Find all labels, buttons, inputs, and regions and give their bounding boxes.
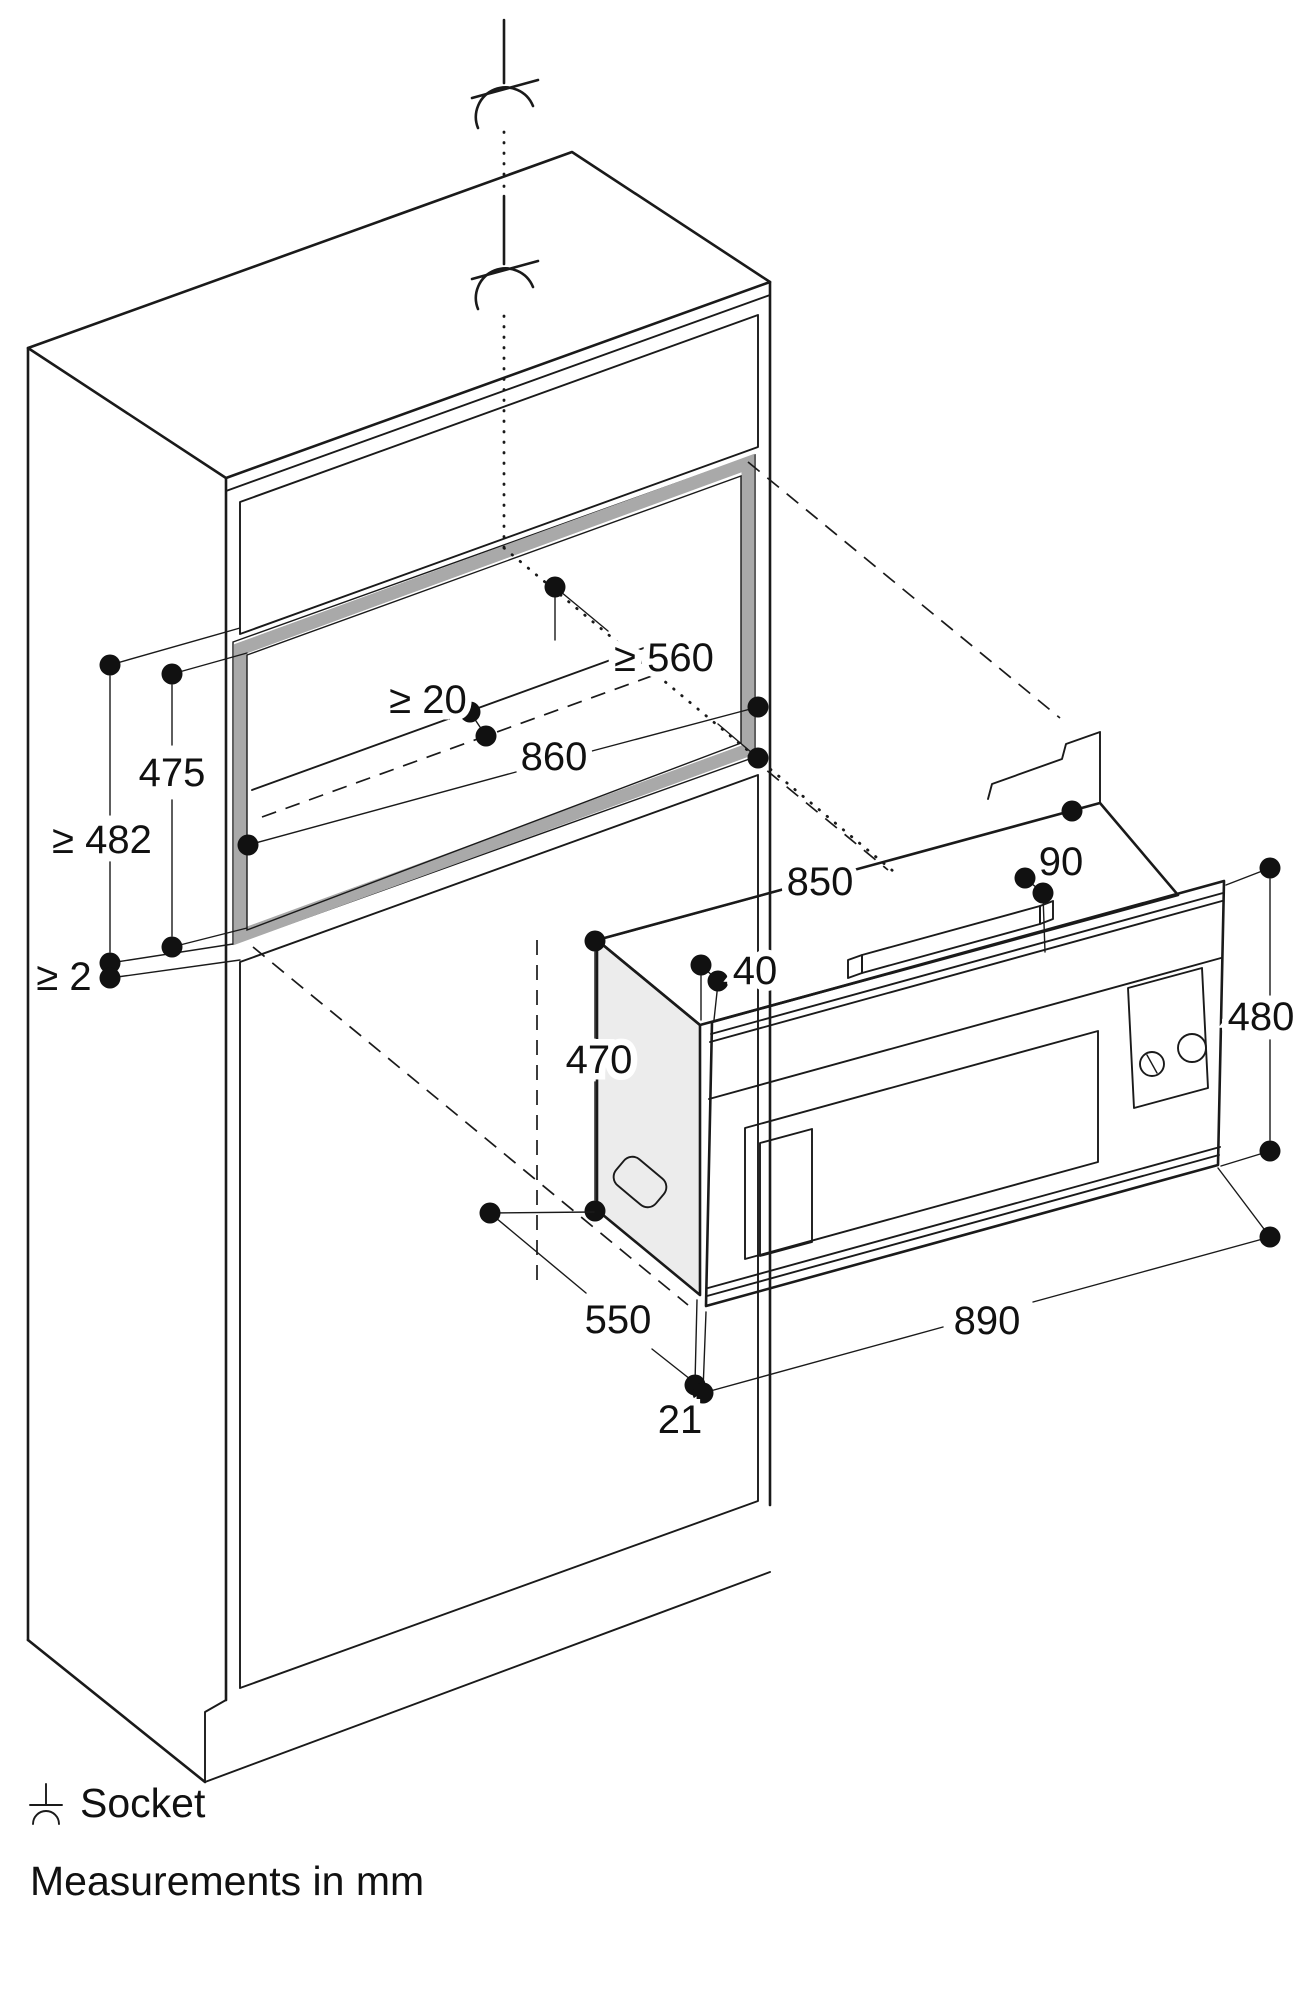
dim-panel-width: 890 [954, 1299, 1021, 1343]
legend-socket-label: Socket [80, 1780, 206, 1826]
niche-rear-edge [251, 644, 653, 791]
oven-knob [1177, 1033, 1207, 1063]
dimension-labels: ≥ 560 ≥ 20 860 475 ≥ 482 ≥ 2 850 90 40 4… [30, 630, 1301, 1449]
dim-handle-offset: 90 [1039, 840, 1084, 884]
projection-lines [252, 461, 1061, 1306]
dim-niche-depth: ≥ 560 [614, 636, 714, 680]
legend: Socket Measurements in mm [29, 1780, 424, 1904]
dim-appliance-depth: 550 [585, 1298, 652, 1342]
oven [595, 731, 1226, 1308]
control-panel-zone [1127, 967, 1209, 1109]
dim-appliance-width: 850 [787, 860, 854, 904]
dim-panel-bottom-overhang: 21 [658, 1398, 703, 1442]
dim-bottom-gap: ≥ 2 [36, 955, 91, 999]
legend-units-note: Measurements in mm [30, 1858, 424, 1904]
dimension-lines [99, 576, 1281, 1404]
oven-handle [847, 900, 1054, 979]
dim-niche-height: 475 [139, 751, 206, 795]
oven-door-window [744, 1030, 1099, 1260]
oven-front-panel [704, 879, 1226, 1308]
dim-niche-width: 860 [521, 735, 588, 779]
dim-rear-clearance: ≥ 20 [389, 678, 467, 722]
lower-cabinet-door [239, 774, 759, 1689]
niche-highlight-frame [233, 453, 755, 946]
upper-cabinet-door [239, 314, 759, 635]
socket-centerline [502, 130, 895, 873]
rear-clearance-line [261, 672, 661, 818]
oven-knob [1139, 1051, 1165, 1077]
dim-front-overhang: 40 [733, 949, 778, 993]
socket-icon [470, 18, 540, 130]
socket-icon [470, 194, 540, 311]
oven-side-vent [612, 1155, 668, 1209]
socket-icon [29, 1783, 63, 1825]
dim-niche-height-min: ≥ 482 [52, 818, 152, 862]
dim-panel-height: 480 [1228, 995, 1295, 1039]
dim-appliance-height: 470 [566, 1038, 633, 1082]
tall-cabinet [26, 150, 772, 1784]
